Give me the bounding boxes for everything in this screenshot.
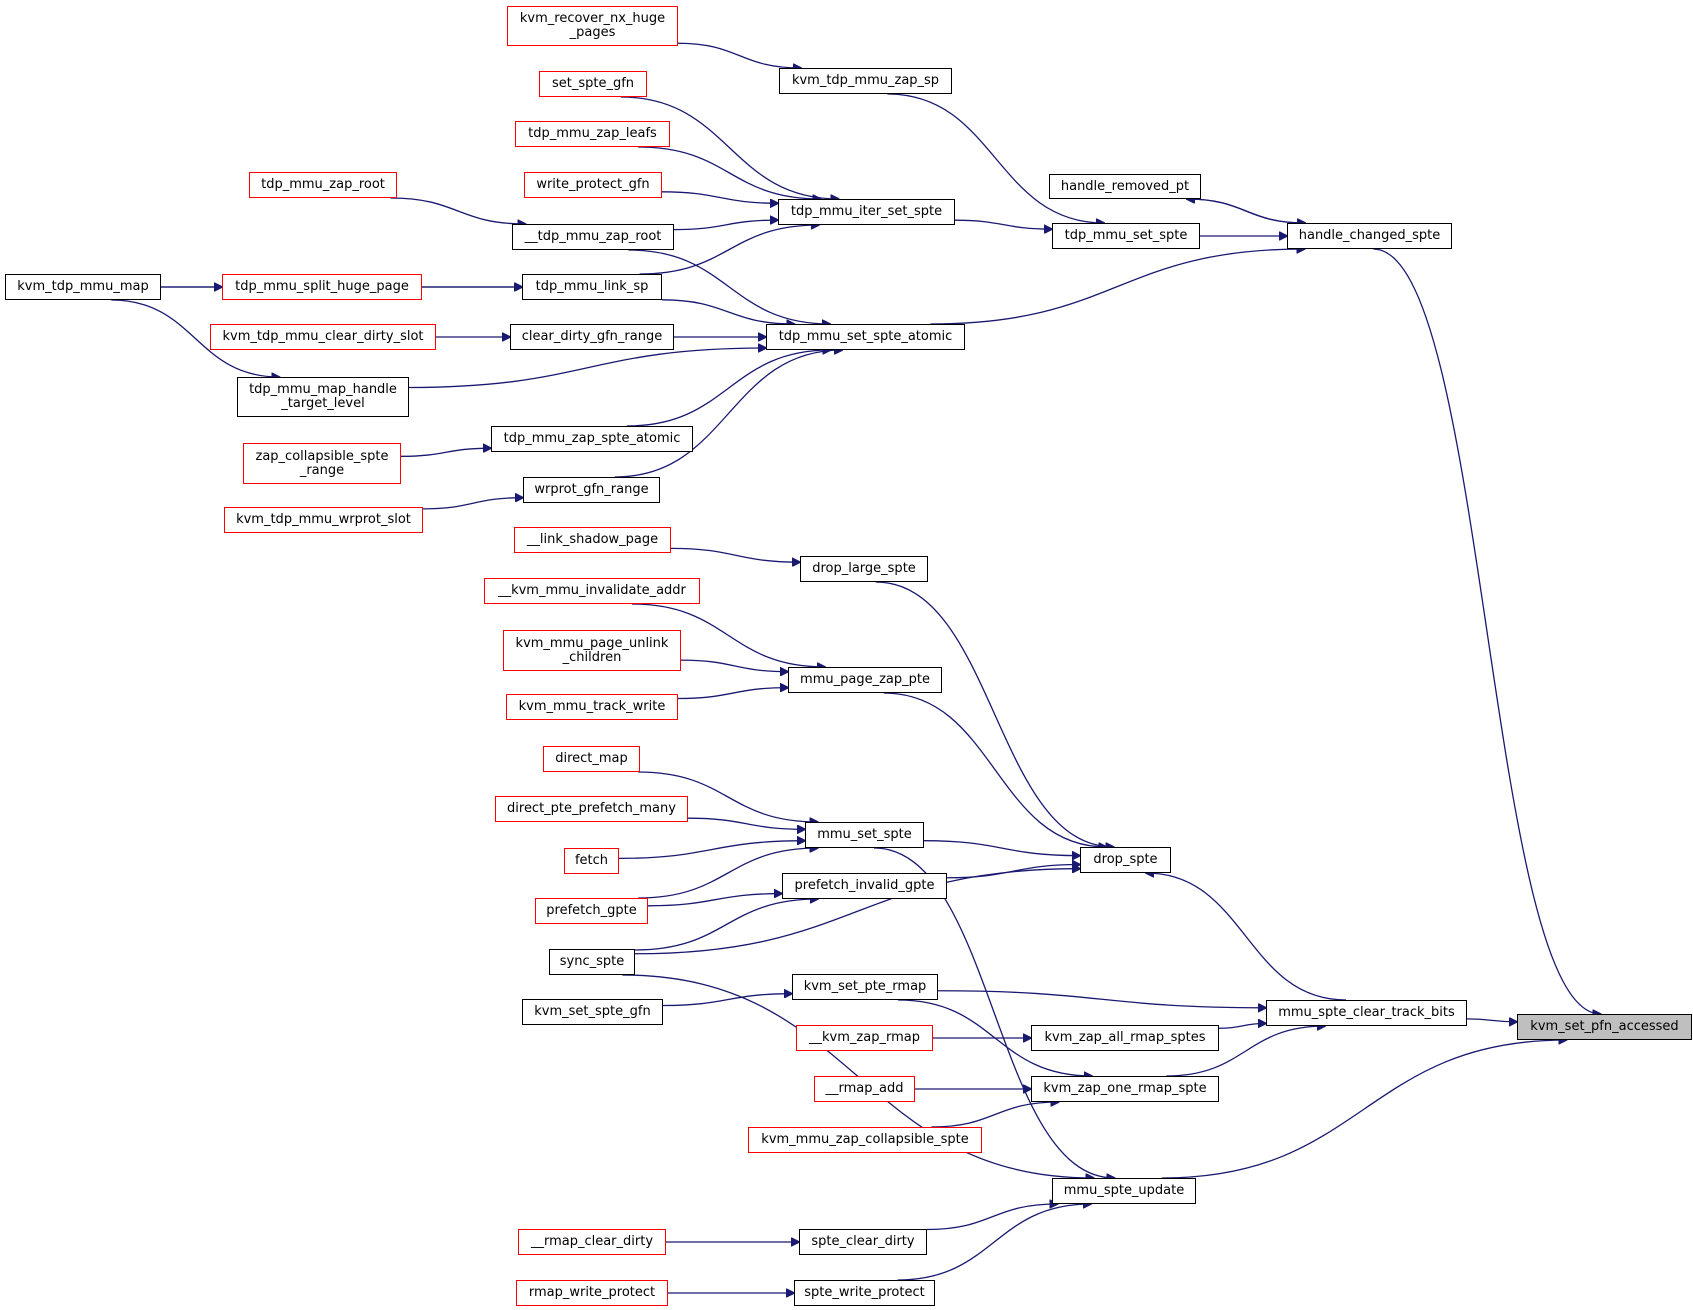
node-tdp-mmu-split-huge-page[interactable]: tdp_mmu_split_huge_page: [222, 274, 422, 300]
edge-tdp-mmu-link-sp-to-tdp-mmu-iter-set-spte: [639, 225, 819, 275]
node-spte-clear-dirty[interactable]: spte_clear_dirty: [799, 1229, 927, 1255]
edge-kvm-tdp-mmu-map-to-tdp-mmu-map-handle-target-level: [111, 299, 279, 377]
edge-kvm-mmu-invalidate-addr-to-mmu-page-zap-pte: [631, 603, 825, 667]
edge-wrprot-gfn-range-to-tdp-mmu-set-spte-atomic: [614, 350, 842, 478]
edge-kvm-mmu-page-unlink-children-to-mmu-page-zap-pte: [680, 659, 788, 672]
edge-write-protect-gfn-to-tdp-mmu-iter-set-spte: [661, 191, 778, 203]
node-kvm-zap-one-rmap-spte[interactable]: kvm_zap_one_rmap_spte: [1031, 1076, 1219, 1102]
node-kvm-mmu-zap-collapsible-spte[interactable]: kvm_mmu_zap_collapsible_spte: [748, 1127, 982, 1153]
node-kvm-mmu-track-write[interactable]: kvm_mmu_track_write: [506, 694, 678, 720]
node-kvm-tdp-mmu-map[interactable]: kvm_tdp_mmu_map: [5, 274, 161, 300]
node-kvm-set-pfn-accessed: kvm_set_pfn_accessed: [1517, 1014, 1692, 1040]
edge-tdp-mmu-zap-root-to-tdp-mmu-iter-set-spte: [673, 220, 778, 231]
node-mmu-spte-update[interactable]: mmu_spte_update: [1052, 1178, 1196, 1204]
edge-set-spte-gfn-to-tdp-mmu-iter-set-spte: [620, 96, 839, 199]
edge-mmu-set-spte-to-drop-spte: [923, 840, 1080, 856]
node-tdp-mmu-zap-leafs[interactable]: tdp_mmu_zap_leafs: [515, 121, 670, 147]
node-mmu-page-zap-pte[interactable]: mmu_page_zap_pte: [788, 667, 942, 693]
node-write-protect-gfn[interactable]: write_protect_gfn: [524, 172, 662, 198]
edge-kvm-set-pte-rmap-to-kvm-zap-one-rmap-spte: [898, 999, 1092, 1076]
node-mmu-spte-clear-track-bits[interactable]: mmu_spte_clear_track_bits: [1266, 1000, 1467, 1026]
edge-mmu-spte-update-to-kvm-set-pfn-accessed: [1162, 1040, 1566, 1179]
node-rmap-clear-dirty[interactable]: __rmap_clear_dirty: [518, 1229, 666, 1255]
node-tdp-mmu-link-sp[interactable]: tdp_mmu_link_sp: [522, 274, 662, 300]
node-prefetch-gpte[interactable]: prefetch_gpte: [535, 898, 648, 924]
node-kvm-set-pte-rmap[interactable]: kvm_set_pte_rmap: [792, 974, 938, 1000]
edge-kvm-set-pte-rmap-to-mmu-spte-clear-track-bits: [937, 990, 1266, 1008]
edge-kvm-tdp-mmu-zap-sp-to-tdp-mmu-set-spte: [887, 93, 1104, 223]
edge-tdp-mmu-zap-leafs-to-tdp-mmu-iter-set-spte: [638, 146, 821, 199]
node-handle-removed-pt[interactable]: handle_removed_pt: [1049, 174, 1201, 199]
node-fetch[interactable]: fetch: [564, 848, 619, 874]
edge-mmu-page-zap-pte-to-drop-spte: [883, 692, 1107, 847]
node-drop-spte[interactable]: drop_spte: [1080, 847, 1171, 873]
edge-spte-write-protect-to-mmu-spte-update: [897, 1204, 1091, 1281]
node-mmu-set-spte[interactable]: mmu_set_spte: [805, 822, 924, 848]
edge-kvm-recover-nx-huge-pages-to-kvm-tdp-mmu-zap-sp: [677, 42, 801, 68]
edge-kvm-zap-one-rmap-spte-to-mmu-spte-clear-track-bits: [1166, 1026, 1325, 1077]
node-tdp-mmu-zap-root[interactable]: tdp_mmu_zap_root: [249, 172, 397, 198]
edge-tdp-mmu-set-spte-atomic-to-handle-changed-spte: [930, 249, 1304, 325]
edge-kvm-mmu-track-write-to-mmu-page-zap-pte: [677, 688, 788, 700]
node-wrprot-gfn-range[interactable]: wrprot_gfn_range: [523, 477, 660, 503]
edge-sync-spte-to-prefetch-invalid-gpte: [634, 899, 818, 951]
edge-prefetch-gpte-to-prefetch-invalid-gpte: [647, 894, 782, 907]
edge-kvm-set-spte-gfn-to-kvm-set-pte-rmap: [662, 994, 792, 1007]
node-handle-changed-spte[interactable]: handle_changed_spte: [1287, 223, 1452, 249]
node-tdp-mmu-set-spte-atomic[interactable]: tdp_mmu_set_spte_atomic: [766, 324, 965, 350]
edge-tdp-mmu-iter-set-spte-to-tdp-mmu-set-spte: [954, 219, 1052, 229]
node-rmap-write-protect[interactable]: rmap_write_protect: [516, 1280, 668, 1306]
edge-handle-changed-spte-to-kvm-set-pfn-accessed: [1373, 248, 1600, 1014]
node-clear-dirty-gfn-range[interactable]: clear_dirty_gfn_range: [510, 324, 674, 350]
node-sync-spte[interactable]: sync_spte: [549, 949, 635, 975]
node-drop-large-spte[interactable]: drop_large_spte: [800, 556, 928, 582]
node-kvm-tdp-mmu-wrprot-slot[interactable]: kvm_tdp_mmu_wrprot_slot: [224, 507, 423, 533]
edge-drop-large-spte-to-drop-spte: [875, 581, 1114, 847]
edge-sync-spte-to-drop-spte: [634, 869, 1080, 955]
edge-tdp-mmu-zap-root-to-tdp-mmu-set-spte-atomic: [628, 249, 830, 324]
node-tdp-mmu-zap-spte-atomic[interactable]: tdp_mmu_zap_spte_atomic: [491, 426, 693, 452]
edge-tdp-mmu-zap-root-to-tdp-mmu-zap-root: [390, 197, 526, 224]
node-direct-pte-prefetch-many[interactable]: direct_pte_prefetch_many: [495, 796, 688, 822]
edge-kvm-zap-all-rmap-sptes-to-mmu-spte-clear-track-bits: [1218, 1023, 1266, 1029]
edge-fetch-to-mmu-set-spte: [618, 841, 805, 860]
node-tdp-mmu-map-handle-target-level[interactable]: tdp_mmu_map_handle _target_level: [237, 377, 409, 417]
edge-tdp-mmu-zap-spte-atomic-to-tdp-mmu-set-spte-atomic: [626, 350, 831, 427]
edge-zap-collapsible-spte-range-to-tdp-mmu-zap-spte-atomic: [400, 448, 491, 457]
edge-tdp-mmu-link-sp-to-tdp-mmu-set-spte-atomic: [661, 299, 794, 324]
edge-kvm-mmu-zap-collapsible-spte-to-kvm-zap-one-rmap-spte: [931, 1102, 1058, 1128]
edge-direct-pte-prefetch-many-to-mmu-set-spte: [687, 817, 805, 829]
edge-mmu-spte-clear-track-bits-to-drop-spte: [1146, 873, 1347, 1001]
node-kvm-recover-nx-huge-pages[interactable]: kvm_recover_nx_huge _pages: [507, 6, 678, 46]
edge-handle-changed-spte-to-handle-removed-pt: [1187, 199, 1306, 224]
node-rmap-add[interactable]: __rmap_add: [814, 1076, 915, 1102]
node-prefetch-invalid-gpte[interactable]: prefetch_invalid_gpte: [782, 873, 947, 899]
node-kvm-mmu-page-unlink-children[interactable]: kvm_mmu_page_unlink _children: [503, 630, 681, 671]
node-link-shadow-page[interactable]: __link_shadow_page: [514, 527, 671, 553]
node-kvm-set-spte-gfn[interactable]: kvm_set_spte_gfn: [522, 999, 663, 1025]
node-tdp-mmu-iter-set-spte[interactable]: tdp_mmu_iter_set_spte: [778, 199, 955, 225]
node-kvm-zap-all-rmap-sptes[interactable]: kvm_zap_all_rmap_sptes: [1031, 1025, 1219, 1051]
node-kvm-zap-rmap[interactable]: __kvm_zap_rmap: [796, 1025, 933, 1051]
edge-spte-clear-dirty-to-mmu-spte-update: [926, 1204, 1057, 1231]
node-tdp-mmu-set-spte[interactable]: tdp_mmu_set_spte: [1052, 223, 1200, 249]
edge-mmu-set-spte-to-mmu-spte-update: [873, 847, 1115, 1178]
edge-link-shadow-page-to-drop-large-spte: [670, 547, 800, 562]
node-direct-map[interactable]: direct_map: [543, 746, 640, 772]
node-kvm-tdp-mmu-clear-dirty-slot[interactable]: kvm_tdp_mmu_clear_dirty_slot: [210, 324, 436, 350]
edge-tdp-mmu-map-handle-target-level-to-tdp-mmu-set-spte-atomic: [408, 348, 766, 389]
edge-direct-map-to-mmu-set-spte: [638, 771, 818, 822]
node-zap-collapsible-spte-range[interactable]: zap_collapsible_spte _range: [243, 443, 401, 484]
edge-mmu-spte-clear-track-bits-to-kvm-set-pfn-accessed: [1466, 1019, 1517, 1022]
node-set-spte-gfn[interactable]: set_spte_gfn: [539, 71, 647, 97]
node-tdp-mmu-zap-root[interactable]: __tdp_mmu_zap_root: [512, 224, 674, 250]
edge-prefetch-gpte-to-mmu-set-spte: [638, 848, 818, 899]
node-kvm-mmu-invalidate-addr[interactable]: __kvm_mmu_invalidate_addr: [484, 578, 700, 604]
node-spte-write-protect[interactable]: spte_write_protect: [794, 1280, 935, 1306]
edge-kvm-tdp-mmu-wrprot-slot-to-wrprot-gfn-range: [422, 498, 523, 510]
node-kvm-tdp-mmu-zap-sp[interactable]: kvm_tdp_mmu_zap_sp: [779, 68, 952, 94]
